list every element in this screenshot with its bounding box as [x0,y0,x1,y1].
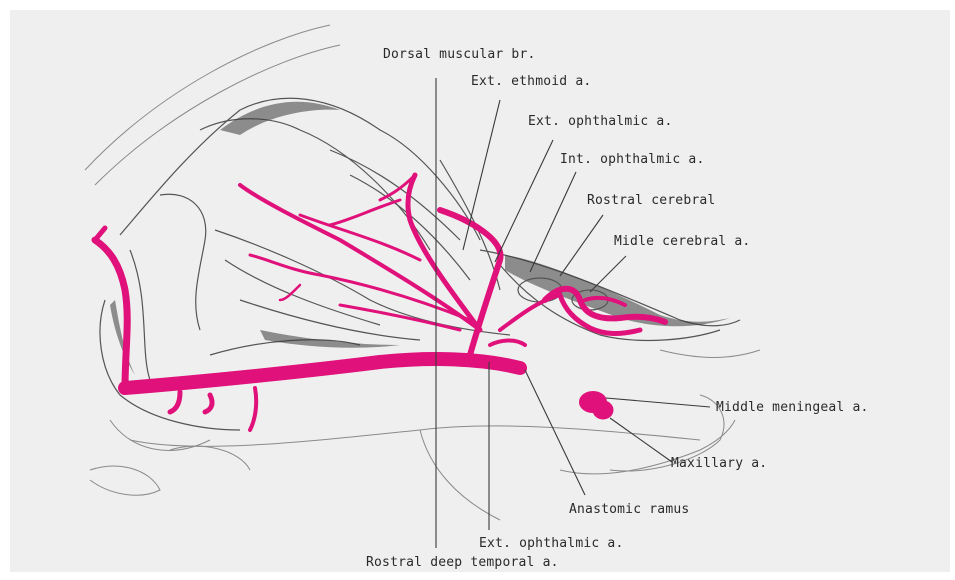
label-anastomic-ramus: Anastomic ramus [569,502,689,517]
skull-sketch [85,25,760,520]
anastomic-ramus-vessel [490,340,525,345]
label-int-ophthalmic: Int. ophthalmic a. [560,152,704,167]
label-maxillary: Maxillary a. [671,456,767,471]
label-dorsal-muscular-br: Dorsal muscular br. [383,47,536,62]
label-ext-ophthalmic-bottom: Ext. ophthalmic a. [479,536,623,551]
artery-network [95,175,665,430]
mid-branch-1 [250,255,470,320]
maxillary-artery-trunk [125,359,520,388]
label-rostral-deep-temporal: Rostral deep temporal a. [366,555,559,570]
label-midle-cerebral: Midle cerebral a. [614,234,750,249]
dorsal-branch-2 [330,200,400,225]
rostral-vessel-tip [95,228,105,240]
maxillary-vessel-section [594,402,612,418]
ventral-branch-2 [205,395,212,412]
label-rostral-cerebral: Rostral cerebral [587,193,715,208]
rostral-trunk-vessel [95,240,127,388]
label-middle-meningeal: Middle meningeal a. [716,400,869,415]
ventral-branch-3 [250,388,256,430]
mid-branch-3 [280,285,300,300]
label-ext-ethmoid: Ext. ethmoid a. [471,74,591,89]
label-ext-ophthalmic-top: Ext. ophthalmic a. [528,114,672,129]
ventral-branch-1 [170,392,180,412]
